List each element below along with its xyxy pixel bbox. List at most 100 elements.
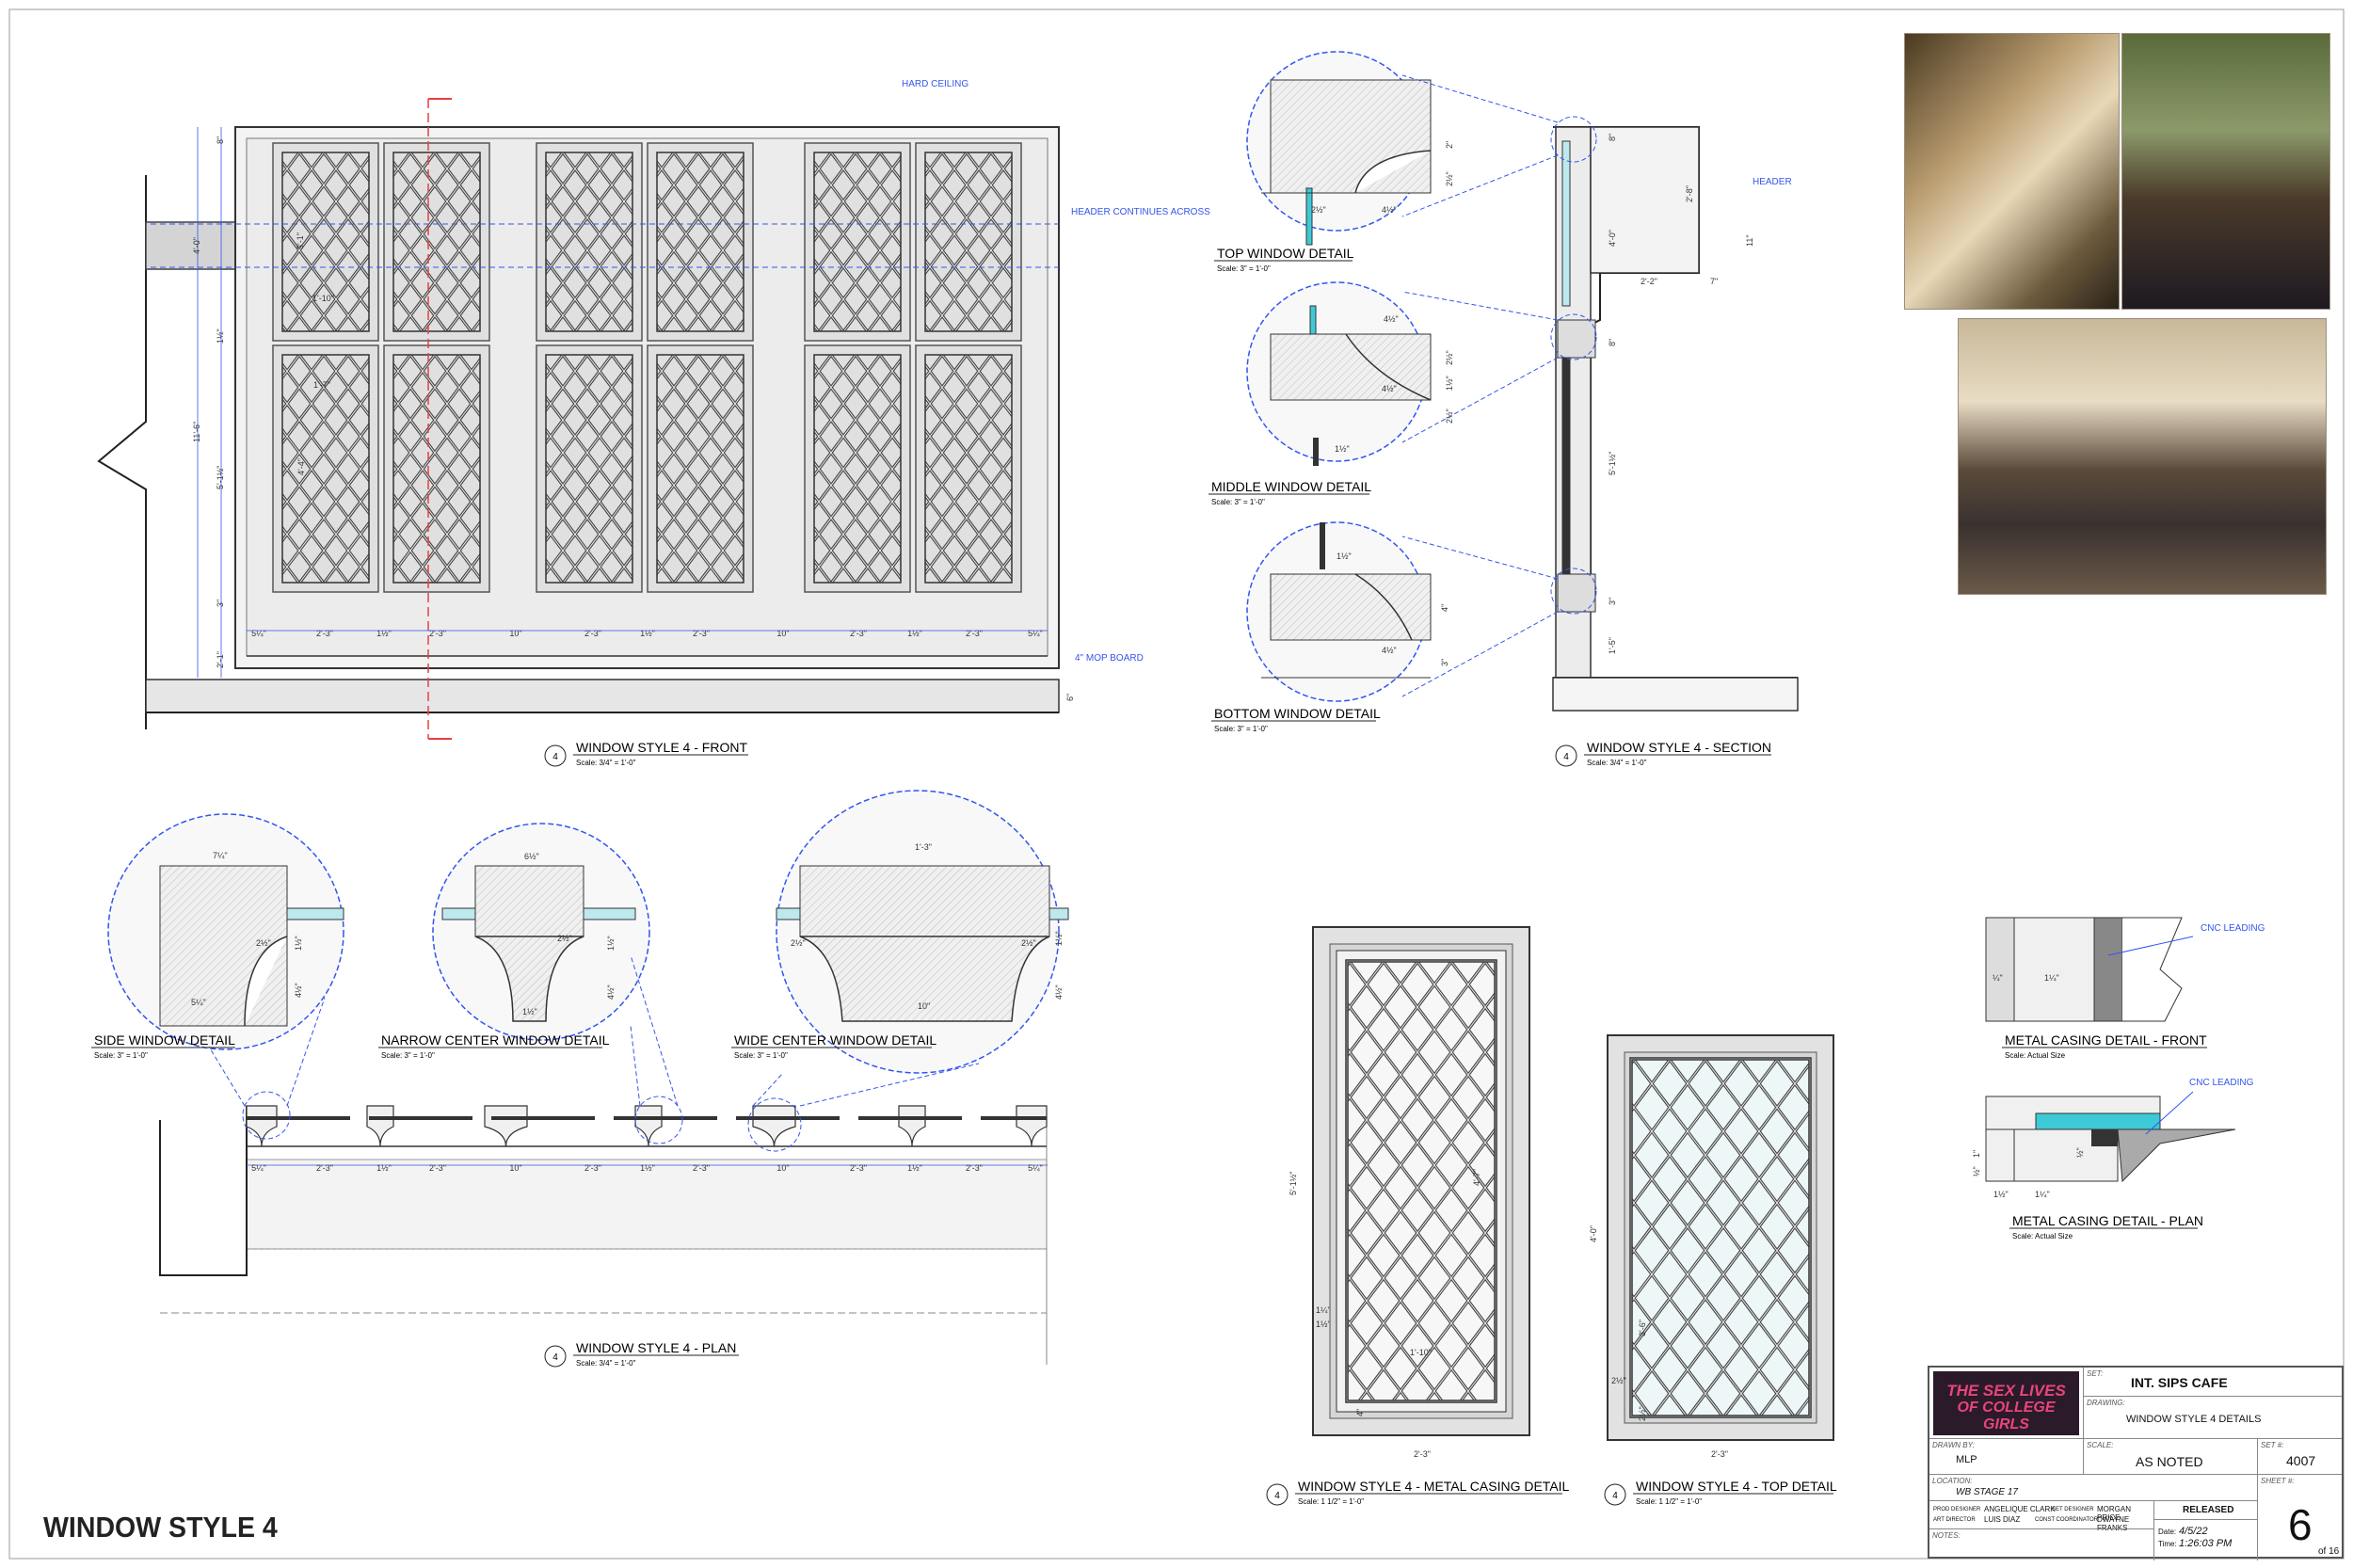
sheet-no: 6 [2288, 1500, 2313, 1549]
metal-plan-detail-title: METAL CASING DETAIL - PLAN Scale: Actual… [2009, 1213, 2203, 1240]
scale-label: SCALE: [2087, 1441, 2114, 1449]
plan-dim-label: 10" [509, 1163, 521, 1173]
svg-text:6": 6" [1065, 694, 1075, 701]
svg-text:5¼": 5¼" [191, 998, 206, 1007]
svg-text:1½": 1½" [216, 328, 225, 344]
svg-text:½": ½" [1972, 1166, 1981, 1176]
plan-mullion [752, 1105, 796, 1147]
svg-text:¼": ¼" [1993, 973, 2003, 983]
show-logo: THE SEX LIVES OF COLLEGE GIRLS [1933, 1371, 2079, 1435]
upper-pane-frame [647, 142, 754, 342]
svg-text:1½": 1½" [1335, 444, 1350, 454]
notes-label: NOTES: [1932, 1531, 1961, 1540]
svg-text:Scale: 3" = 1'-0": Scale: 3" = 1'-0" [1214, 725, 1268, 733]
svg-text:4": 4" [1440, 604, 1449, 612]
svg-text:1½": 1½" [294, 936, 303, 951]
drawing-name: WINDOW STYLE 4 DETAILS [2126, 1414, 2262, 1425]
svg-text:1¼": 1¼" [2044, 973, 2059, 983]
lower-leaded-pane [924, 354, 1013, 584]
svg-text:3'-1": 3'-1" [296, 232, 305, 249]
drawing-label: DRAWING: [2087, 1399, 2125, 1407]
svg-text:Scale: Actual Size: Scale: Actual Size [2005, 1051, 2066, 1060]
svg-text:5'-1½": 5'-1½" [1289, 1172, 1298, 1195]
set-no-label: SET #: [2261, 1441, 2284, 1449]
callout-top-detail: 4 WINDOW STYLE 4 - TOP DETAIL Scale: 1 1… [1604, 1479, 1837, 1506]
svg-text:NARROW CENTER WINDOW DETAIL: NARROW CENTER WINDOW DETAIL [381, 1032, 610, 1048]
title-block: THE SEX LIVES OF COLLEGE GIRLS SET: INT.… [1928, 1366, 2344, 1560]
set-designer-label: SET DESIGNER [2052, 1507, 2094, 1512]
svg-text:WINDOW STYLE 4 - METAL CASING: WINDOW STYLE 4 - METAL CASING DETAIL [1298, 1479, 1570, 1494]
svg-text:4'-0": 4'-0" [1608, 230, 1617, 247]
front-dim-label: 1½" [640, 629, 655, 638]
svg-text:4½": 4½" [1382, 384, 1397, 393]
svg-text:1'-10": 1'-10" [312, 294, 334, 303]
svg-text:2'-8": 2'-8" [1685, 185, 1694, 202]
location: WB STAGE 17 [1956, 1487, 2018, 1497]
svg-text:1½": 1½" [606, 936, 616, 951]
drawn-by-label: DRAWN BY: [1932, 1441, 1975, 1449]
upper-pane-frame [272, 142, 379, 342]
svg-text:Scale: 3" = 1'-0": Scale: 3" = 1'-0" [94, 1051, 148, 1060]
lower-leaded-pane [656, 354, 744, 584]
svg-text:1¼": 1¼" [2035, 1190, 2050, 1199]
casing-leaded-glass [1347, 961, 1496, 1401]
svg-text:2½": 2½" [557, 934, 572, 943]
reference-photo-3 [1958, 318, 2327, 595]
logo-line-2: OF COLLEGE GIRLS [1957, 1400, 2056, 1432]
metal-front-detail-title: METAL CASING DETAIL - FRONT Scale: Actua… [2002, 1032, 2207, 1060]
metal-casing-elevation [1312, 926, 1530, 1436]
svg-text:1½": 1½" [522, 1007, 537, 1016]
svg-text:1½": 1½" [1316, 1320, 1331, 1329]
note-header: HEADER [1753, 177, 1792, 187]
status: RELEASED [2183, 1505, 2234, 1515]
front-dim-label: 2'-3" [316, 629, 333, 638]
front-dim-label: 1½" [907, 629, 922, 638]
bottom-window-detail-title: BOTTOM WINDOW DETAIL Scale: 3" = 1'-0" [1211, 706, 1381, 733]
svg-text:4'-0": 4'-0" [192, 237, 201, 254]
drawn-by: MLP [1956, 1454, 1977, 1465]
svg-text:Scale: 3/4" = 1'-0": Scale: 3/4" = 1'-0" [1587, 759, 1647, 767]
upper-leaded-pane [545, 152, 633, 332]
svg-text:Scale: 3" = 1'-0": Scale: 3" = 1'-0" [1217, 264, 1271, 273]
plan-mullion [246, 1105, 278, 1147]
svg-text:WIDE CENTER WINDOW DETAIL: WIDE CENTER WINDOW DETAIL [734, 1032, 936, 1048]
plan-dim-label: 5¼" [1028, 1163, 1043, 1173]
svg-text:Scale: 3/4" = 1'-0": Scale: 3/4" = 1'-0" [576, 1359, 636, 1368]
reference-photo-1 [1904, 33, 2120, 310]
svg-text:4½": 4½" [1382, 205, 1397, 215]
svg-text:7¼": 7¼" [213, 851, 228, 860]
front-dim-label: 5¼" [1028, 629, 1043, 638]
plan-view [159, 1091, 1048, 1365]
svg-text:2½": 2½" [1311, 205, 1326, 215]
set-label: SET: [2087, 1369, 2104, 1378]
svg-text:7": 7" [1710, 277, 1718, 286]
note-mop-board: 4" MOP BOARD [1075, 653, 1144, 664]
svg-text:1½": 1½" [1445, 376, 1454, 391]
lower-leaded-pane [813, 354, 902, 584]
svg-text:4: 4 [1274, 1491, 1280, 1501]
plan-dim-label: 1½" [907, 1163, 922, 1173]
lower-leaded-pane [545, 354, 633, 584]
svg-text:4½": 4½" [1382, 646, 1397, 655]
svg-text:1½": 1½" [1337, 552, 1352, 561]
plan-mullion [634, 1105, 663, 1147]
svg-text:Scale: Actual Size: Scale: Actual Size [2012, 1232, 2073, 1240]
svg-text:2½": 2½" [791, 938, 806, 948]
front-dim-label: 1½" [376, 629, 392, 638]
top-casing-leaded-glass [1631, 1059, 1810, 1416]
front-dim-label: 5¼" [251, 629, 266, 638]
svg-text:2'-3": 2'-3" [1414, 1449, 1431, 1459]
svg-text:Scale: 1 1/2" = 1'-0": Scale: 1 1/2" = 1'-0" [1298, 1497, 1364, 1506]
svg-text:3": 3" [216, 600, 225, 607]
logo-line-1: THE SEX LIVES [1946, 1382, 2066, 1400]
plan-dim-label: 2'-3" [584, 1163, 601, 1173]
plan-dim-label: 1½" [376, 1163, 392, 1173]
plan-dim-label: 2'-3" [316, 1163, 333, 1173]
top-window-detail [1246, 51, 1559, 246]
svg-text:2'-3": 2'-3" [1711, 1449, 1728, 1459]
svg-text:Scale: 3" = 1'-0": Scale: 3" = 1'-0" [381, 1051, 435, 1060]
callout-section: 4 WINDOW STYLE 4 - SECTION Scale: 3/4" =… [1555, 740, 1771, 767]
svg-text:BOTTOM WINDOW DETAIL: BOTTOM WINDOW DETAIL [1214, 706, 1381, 721]
plan-mullion [484, 1105, 528, 1147]
const-coord: DWAYNE FRANKS [2097, 1515, 2130, 1532]
